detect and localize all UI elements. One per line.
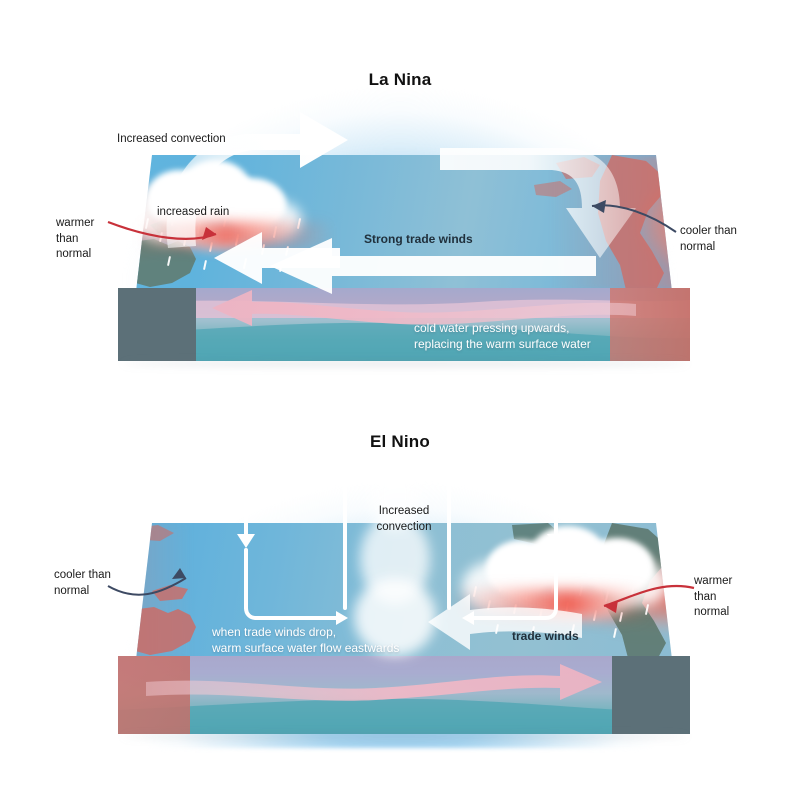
ocean-block-la-nina <box>118 155 690 367</box>
ocean-block-el-nino <box>0 400 800 796</box>
cross-section-land-east <box>610 288 690 361</box>
panel-el-nino: El Nino <box>0 400 800 796</box>
label-increased-rain: increased rain <box>157 206 230 218</box>
block-ground-shadow <box>122 360 688 367</box>
label-warmer-than-normal-west: warmer than normal <box>56 217 95 261</box>
cross-section-land-east-el-nino <box>612 656 690 734</box>
label-strong-trade-winds: Strong trade winds <box>364 232 473 246</box>
label-cold-water-upwelling: cold water pressing upwards, replacing t… <box>414 321 591 352</box>
sea-surface-top-face <box>118 155 690 290</box>
label-trade-winds-el-nino: trade winds <box>512 629 579 643</box>
page-title-la-nina: La Nina <box>368 70 432 89</box>
block-ground-shadow-el-nino <box>122 733 688 740</box>
landmass-overlay-el-nino <box>118 523 690 658</box>
label-cooler-than-normal-west-el-nino: cooler than normal <box>54 569 111 597</box>
label-warm-surface-flow: when trade winds drop, warm surface wate… <box>212 625 400 656</box>
thermocline-band <box>118 288 690 318</box>
cross-section-water-el-nino <box>118 656 690 734</box>
label-increased-convection: Increased convection <box>117 133 226 145</box>
cross-section-land-west <box>118 288 196 361</box>
panel-la-nina: La Nina <box>56 22 737 367</box>
cross-section-land-west-el-nino <box>118 656 190 734</box>
ocean-cross-section-el-nino <box>118 656 690 734</box>
label-increased-convection-el-nino: Increased convection <box>376 505 432 533</box>
ocean-cross-section-la-nina <box>118 288 690 361</box>
sea-surface-top-face-el-nino <box>118 523 690 658</box>
page-title-el-nino: El Nino <box>370 432 430 451</box>
landmass-overlay-la-nina <box>118 155 690 290</box>
label-warmer-than-normal-east-el-nino: warmer than normal <box>694 575 733 619</box>
label-cooler-than-normal-east: cooler than normal <box>680 225 737 253</box>
